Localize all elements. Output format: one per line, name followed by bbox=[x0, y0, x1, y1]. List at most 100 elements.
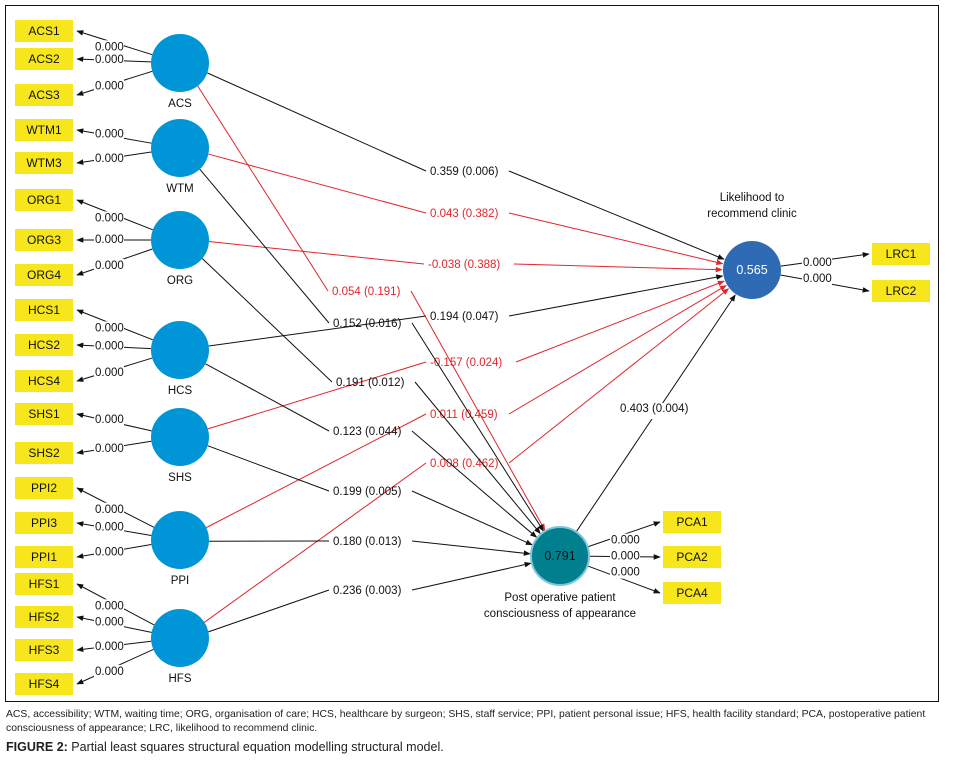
path-line-shs-pca-b bbox=[411, 490, 533, 546]
path-line-org-lrc-a bbox=[208, 241, 425, 265]
loading-value: 0.000 bbox=[95, 504, 124, 516]
indicator-box-org1 bbox=[15, 189, 73, 211]
indicator-label: HFS1 bbox=[29, 577, 60, 591]
loading-value: 0.000 bbox=[95, 414, 124, 426]
path-coefficient-label: 0.123 (0.044) bbox=[333, 426, 402, 438]
path-coefficient-label: 0.236 (0.003) bbox=[333, 585, 402, 597]
path-line-wtm-lrc-b bbox=[508, 212, 724, 265]
loading-value: 0.000 bbox=[95, 340, 124, 352]
latent-node-label: ACS bbox=[168, 98, 192, 110]
figure-caption: FIGURE 2: Partial least squares structur… bbox=[6, 740, 444, 754]
r-squared-value: 0.565 bbox=[736, 263, 767, 277]
path-coefficient-label: -0.157 (0.024) bbox=[430, 357, 502, 369]
path-line-ppi-lrc-a bbox=[205, 413, 427, 529]
latent-node-label: ORG bbox=[167, 275, 193, 287]
indicator-label: LRC1 bbox=[886, 247, 917, 261]
loading-value: 0.000 bbox=[95, 367, 124, 379]
loading-label-bg bbox=[94, 211, 124, 225]
endogenous-label-line: Post operative patient bbox=[504, 592, 616, 604]
loading-label-bg bbox=[94, 79, 124, 93]
indicator-box-ppi2 bbox=[15, 477, 73, 499]
indicator-box-pca4 bbox=[663, 582, 721, 604]
caption-text: Partial least squares structural equatio… bbox=[67, 740, 444, 754]
loading-arrow bbox=[587, 565, 661, 594]
indicator-box-wtm1 bbox=[15, 119, 73, 141]
loading-value: 0.000 bbox=[95, 153, 124, 165]
loading-label-bg bbox=[802, 256, 832, 270]
latent-node-ppi bbox=[151, 511, 209, 569]
loading-label-bg bbox=[94, 664, 124, 678]
indicator-box-hcs2 bbox=[15, 334, 73, 356]
path-line-hcs-pca-b bbox=[411, 430, 538, 538]
indicator-box-lrc1 bbox=[872, 243, 930, 265]
loading-value: 0.000 bbox=[611, 535, 640, 547]
loading-value: 0.000 bbox=[803, 257, 832, 269]
endogenous-label-line: Likelihood to bbox=[720, 192, 785, 204]
indicator-box-org3 bbox=[15, 229, 73, 251]
latent-node-pca bbox=[530, 526, 590, 586]
path-line-hfs-pca-a bbox=[208, 589, 330, 633]
indicator-label: HFS2 bbox=[29, 610, 60, 624]
indicator-label: PPI2 bbox=[31, 481, 57, 495]
abbreviation-notes: ACS, accessibility; WTM, waiting time; O… bbox=[6, 708, 951, 736]
latent-node-shs bbox=[151, 408, 209, 466]
indicator-box-acs3 bbox=[15, 84, 73, 106]
loading-value: 0.000 bbox=[95, 234, 124, 246]
path-line-shs-lrc-a bbox=[207, 361, 427, 430]
indicator-box-hcs4 bbox=[15, 370, 73, 392]
indicator-label: ORG1 bbox=[27, 193, 61, 207]
indicator-box-wtm3 bbox=[15, 152, 73, 174]
indicator-label: HCS2 bbox=[28, 338, 60, 352]
indicator-label: PCA1 bbox=[676, 515, 708, 529]
path-line-shs-pca-a bbox=[207, 445, 330, 492]
path-coefficient-label: 0.054 (0.191) bbox=[332, 286, 401, 298]
loading-value: 0.000 bbox=[95, 521, 124, 533]
indicator-box-hcs1 bbox=[15, 299, 73, 321]
loading-label-bg bbox=[94, 40, 124, 54]
path-line-ppi-pca-b bbox=[411, 540, 531, 556]
loading-label-bg bbox=[94, 545, 124, 559]
path-line-wtm-lrc-a bbox=[208, 153, 427, 214]
loading-label-bg bbox=[94, 233, 124, 246]
path-line-acs-pca-b bbox=[410, 290, 546, 531]
indicator-label: ORG3 bbox=[27, 233, 61, 247]
path-line-acs-pca-a bbox=[197, 85, 329, 292]
indicator-label: WTM3 bbox=[26, 156, 62, 170]
path-coefficient-label: 0.359 (0.006) bbox=[430, 166, 499, 178]
loading-value: 0.000 bbox=[611, 567, 640, 579]
latent-node-label: PPI bbox=[171, 575, 190, 587]
path-line-org-pca-a bbox=[201, 258, 333, 383]
path-line-hfs-lrc-a bbox=[204, 462, 427, 623]
latent-node-lrc bbox=[723, 241, 781, 299]
indicator-label: LRC2 bbox=[886, 284, 917, 298]
indicator-label: HCS1 bbox=[28, 303, 60, 317]
loading-label-bg bbox=[94, 152, 124, 166]
path-line-org-lrc-b bbox=[513, 263, 723, 273]
indicator-label: HCS4 bbox=[28, 374, 60, 388]
path-coefficient-label: 0.008 (0.462) bbox=[430, 458, 499, 470]
loading-label-bg bbox=[94, 412, 124, 426]
path-coefficient-label: 0.194 (0.047) bbox=[430, 311, 499, 323]
indicator-label: ACS3 bbox=[28, 88, 60, 102]
path-coefficient-label: 0.152 (0.016) bbox=[333, 318, 402, 330]
path-line-wtm-pca-a bbox=[199, 168, 330, 324]
loading-value: 0.000 bbox=[95, 322, 124, 334]
loading-label-bg bbox=[94, 639, 124, 653]
indicator-box-hfs1 bbox=[15, 573, 73, 595]
loading-label-bg bbox=[94, 520, 124, 534]
loading-label-bg bbox=[94, 365, 124, 379]
path-line-hfs-pca-b bbox=[411, 561, 532, 591]
indicator-box-org4 bbox=[15, 264, 73, 286]
loading-value: 0.000 bbox=[95, 443, 124, 455]
latent-node-label: WTM bbox=[166, 183, 193, 195]
loading-label-bg bbox=[94, 599, 124, 613]
indicator-label: HFS3 bbox=[29, 643, 60, 657]
path-line-hcs-lrc-b bbox=[508, 274, 724, 317]
path-coefficient-label: 0.043 (0.382) bbox=[430, 208, 499, 220]
loading-value: 0.000 bbox=[95, 212, 124, 224]
path-line-hcs-lrc-a bbox=[208, 315, 427, 347]
path-coefficient-label: 0.199 (0.005) bbox=[333, 486, 402, 498]
path-coefficient-label: 0.180 (0.013) bbox=[333, 536, 402, 548]
sem-path-diagram: 0.359 (0.006)0.043 (0.382)-0.038 (0.388)… bbox=[15, 20, 930, 695]
